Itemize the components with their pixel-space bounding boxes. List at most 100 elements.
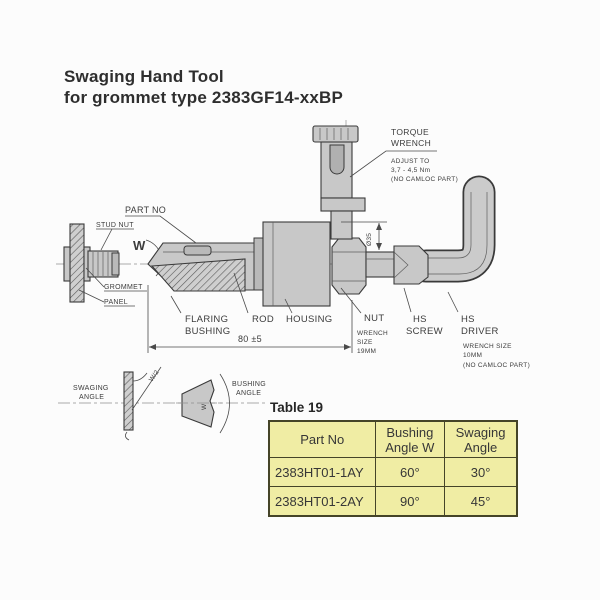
bushing-angle-label-line2: ANGLE	[236, 390, 261, 397]
stud-nut-label: STUD NUT	[96, 222, 134, 229]
nut-shape	[331, 237, 367, 295]
callout-labels: PART NO STUD NUT W GROMMET PANEL TORQUE …	[78, 127, 530, 369]
length-dimension: 80 ±5	[147, 285, 353, 353]
nut-note-line3: 19MM	[357, 348, 376, 355]
housing-group	[253, 221, 331, 307]
panel-shape	[69, 223, 85, 303]
rod-label: ROD	[252, 314, 274, 325]
hs-screw-label-line1: HS	[413, 314, 427, 325]
cell-bushing-angle: 60°	[374, 457, 446, 487]
nut-group	[331, 237, 395, 295]
grommet-section-shape	[123, 371, 134, 431]
cell-swaging-angle: 45°	[444, 486, 518, 517]
table-header-row: Part No Bushing Angle W Swaging Angle	[268, 420, 518, 458]
part-no-leader	[125, 215, 197, 244]
rod-group	[147, 242, 266, 292]
grommet-leader	[85, 267, 105, 288]
housing-label: HOUSING	[286, 314, 332, 325]
col-header-bushing-angle: Bushing Angle W	[374, 420, 446, 458]
hs-driver-inner-line-1	[426, 192, 472, 259]
hs-screw-group	[393, 245, 429, 285]
shaft-shape	[365, 251, 395, 278]
part-no-plate	[183, 245, 212, 256]
len-dim-text: 80 ±5	[238, 334, 262, 344]
col-header-bushing-line2: Angle W	[385, 439, 435, 455]
dia-dim-text: Ø35	[366, 233, 373, 246]
torque-wrench-label-line2: WRENCH	[391, 138, 431, 148]
rod-leader	[233, 272, 249, 314]
torque-note-line1: ADJUST TO	[391, 158, 429, 165]
col-header-swaging-angle: Swaging Angle	[444, 420, 518, 458]
table-19-block: Table 19 Part No Bushing Angle W Swaging…	[268, 400, 518, 517]
flaring-bushing-label-line2: BUSHING	[185, 326, 230, 337]
parts-table: Part No Bushing Angle W Swaging Angle 23…	[268, 420, 518, 517]
swage-angle-letter: W	[133, 238, 146, 253]
hs-screw-shape	[393, 245, 429, 285]
torque-wrench-leader	[349, 150, 437, 178]
swaging-angle-label-line2: ANGLE	[79, 394, 104, 401]
torque-note-line2: 3,7 - 4,5 Nm	[391, 167, 430, 174]
torque-wrench-slot	[329, 144, 345, 175]
tool-diagram: Ø35 80 ±5 PART NO STUD NUT W GROMMET PAN…	[56, 120, 530, 441]
cell-swaging-angle: 30°	[444, 457, 518, 487]
angle-mini-diagrams: SWAGING ANGLE W/2 W BUSHING ANGLE	[73, 366, 266, 441]
hs-driver-group	[409, 175, 496, 283]
col-header-bushing-line1: Bushing	[386, 424, 434, 440]
torque-note-line3: (NO CAMLOC PART)	[391, 176, 458, 183]
bushing-cone-shape	[181, 379, 215, 428]
knob-ridges	[319, 128, 349, 140]
torque-wrench-foot	[320, 197, 366, 212]
grommet-left-lip-shape	[63, 246, 71, 282]
housing-shape	[262, 221, 331, 307]
table-row: 2383HT01-1AY 60° 30°	[268, 457, 518, 487]
hs-driver-shape	[411, 177, 494, 281]
cell-part-no: 2383HT01-1AY	[268, 457, 376, 487]
stud-nut-threads	[92, 252, 109, 276]
hs-driver-label-line2: DRIVER	[461, 326, 499, 337]
driver-note-line2: 10MM	[463, 352, 482, 359]
grommet-label: GROMMET	[104, 284, 143, 291]
nut-note-line2: SIZE	[357, 339, 373, 346]
flaring-bushing-leader	[170, 295, 182, 314]
stud-nut-leader	[100, 228, 113, 251]
col-header-swaging-line2: Angle	[463, 439, 498, 455]
driver-note-line3: (NO CAMLOC PART)	[463, 362, 530, 369]
page-title-line1: Swaging Hand Tool	[64, 67, 224, 86]
hs-driver-label-line1: HS	[461, 314, 475, 325]
flaring-bushing-shape	[150, 258, 246, 292]
page-title: Swaging Hand Tool for grommet type 2383G…	[64, 66, 343, 108]
bushing-angle-label-line1: BUSHING	[232, 381, 266, 388]
nut-label: NUT	[364, 313, 384, 324]
hs-screw-chevron	[393, 251, 409, 279]
half-angle-label: W/2	[148, 369, 161, 383]
panel-leader	[78, 289, 105, 303]
hs-driver-inner-line-2	[426, 192, 488, 275]
grommet-section-tail	[125, 431, 130, 441]
torque-wrench-shaft	[330, 210, 353, 240]
torque-wrench-label-line1: TORQUE	[391, 127, 429, 137]
torque-wrench-group	[312, 125, 366, 240]
cell-part-no: 2383HT01-2AY	[268, 486, 376, 517]
collar-shape	[253, 237, 264, 291]
col-header-swaging-line1: Swaging	[455, 424, 506, 440]
driver-note-line1: WRENCH SIZE	[463, 343, 512, 350]
page-title-line2: for grommet type 2383GF14-xxBP	[64, 88, 344, 107]
cone-angle-label: W	[201, 403, 208, 410]
half-angle-arc	[132, 372, 148, 382]
col-header-part-no: Part No	[268, 420, 376, 458]
bushing-angle-arc	[219, 373, 230, 434]
housing-leader	[284, 298, 293, 314]
part-no-label: PART NO	[125, 205, 166, 215]
half-angle-line	[131, 366, 162, 411]
panel-grommet-group	[63, 223, 120, 303]
stud-nut-endcap	[111, 252, 120, 276]
hs-screw-leader	[403, 287, 412, 313]
diameter-dimension: Ø35	[341, 221, 387, 250]
flaring-bushing-label-line1: FLARING	[185, 314, 228, 325]
swaging-angle-label-line1: SWAGING	[73, 385, 109, 392]
table-row: 2383HT01-2AY 90° 45°	[268, 486, 518, 517]
table-caption: Table 19	[270, 400, 324, 415]
nut-note-line1: WRENCH	[357, 330, 388, 337]
nut-leader	[340, 287, 362, 314]
